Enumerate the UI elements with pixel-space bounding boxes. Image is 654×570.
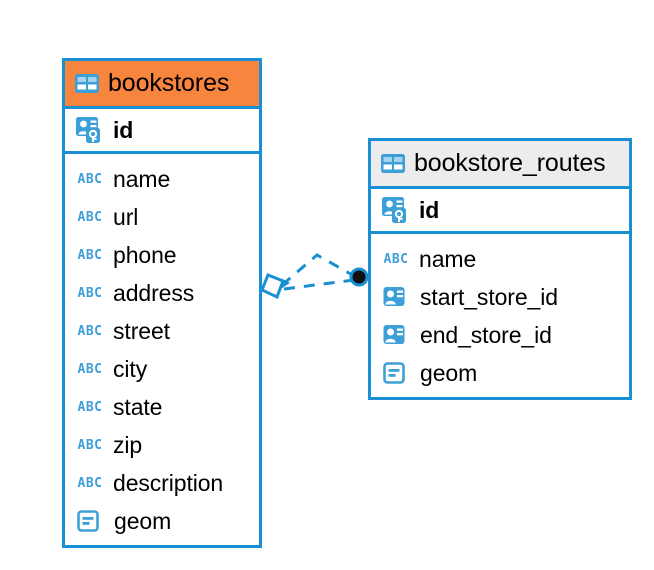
field-label: start_store_id <box>420 283 558 310</box>
field-row-start-store-id[interactable]: start_store_id <box>381 278 619 316</box>
field-row-geom[interactable]: geom <box>381 354 619 392</box>
relationship-line-upper <box>281 253 357 287</box>
field-row-end-store-id[interactable]: end_store_id <box>381 316 619 354</box>
field-list: ABC name start_store_id <box>371 234 629 400</box>
primary-key-icon <box>382 197 406 223</box>
field-label: id <box>113 116 134 143</box>
text-field-icon: ABC <box>77 171 103 187</box>
field-row-primary-key[interactable]: id <box>65 109 259 154</box>
field-row-street[interactable]: ABC street <box>75 312 249 350</box>
field-row-geom[interactable]: geom <box>75 502 249 540</box>
field-label: name <box>419 245 477 272</box>
geometry-field-icon <box>77 510 99 532</box>
field-label: address <box>113 279 195 306</box>
primary-key-icon <box>76 117 100 143</box>
text-field-icon: ABC <box>77 209 103 225</box>
field-label: name <box>113 165 171 192</box>
entity-table-bookstores[interactable]: bookstores id ABC name ABC <box>62 58 262 548</box>
foreign-key-icon <box>383 325 405 344</box>
entity-table-bookstore-routes[interactable]: bookstore_routes id ABC name <box>368 138 632 400</box>
relationship-line-lower <box>283 278 355 291</box>
field-row-zip[interactable]: ABC zip <box>75 426 249 464</box>
field-label: geom <box>420 359 478 386</box>
field-row-primary-key[interactable]: id <box>371 189 629 234</box>
field-label: id <box>419 196 440 223</box>
entity-header[interactable]: bookstores <box>65 61 259 109</box>
field-row-name[interactable]: ABC name <box>381 240 619 278</box>
field-label: end_store_id <box>420 321 552 348</box>
field-row-url[interactable]: ABC url <box>75 198 249 236</box>
field-row-phone[interactable]: ABC phone <box>75 236 249 274</box>
field-row-state[interactable]: ABC state <box>75 388 249 426</box>
foreign-key-icon <box>383 287 405 306</box>
text-field-icon: ABC <box>77 475 103 491</box>
field-label: zip <box>113 431 143 458</box>
field-row-address[interactable]: ABC address <box>75 274 249 312</box>
entity-name: bookstores <box>108 69 230 97</box>
field-label: description <box>113 469 224 496</box>
field-label: city <box>113 355 148 382</box>
entity-header[interactable]: bookstore_routes <box>371 141 629 189</box>
text-field-icon: ABC <box>77 323 103 339</box>
text-field-icon: ABC <box>77 247 103 263</box>
field-label: geom <box>114 507 172 534</box>
text-field-icon: ABC <box>77 285 103 301</box>
table-icon <box>75 74 99 93</box>
field-label: state <box>113 393 163 420</box>
field-list: ABC name ABC url ABC phone ABC address A… <box>65 154 259 548</box>
field-row-name[interactable]: ABC name <box>75 160 249 198</box>
field-row-description[interactable]: ABC description <box>75 464 249 502</box>
text-field-icon: ABC <box>77 361 103 377</box>
entity-name: bookstore_routes <box>414 149 606 177</box>
diamond-marker <box>260 273 290 300</box>
text-field-icon: ABC <box>383 251 409 267</box>
text-field-icon: ABC <box>77 399 103 415</box>
geometry-field-icon <box>383 362 405 384</box>
field-row-city[interactable]: ABC city <box>75 350 249 388</box>
table-icon <box>381 154 405 173</box>
field-label: url <box>113 203 139 230</box>
field-label: phone <box>113 241 177 268</box>
text-field-icon: ABC <box>77 437 103 453</box>
field-label: street <box>113 317 170 344</box>
filled-circle-marker <box>349 267 369 287</box>
